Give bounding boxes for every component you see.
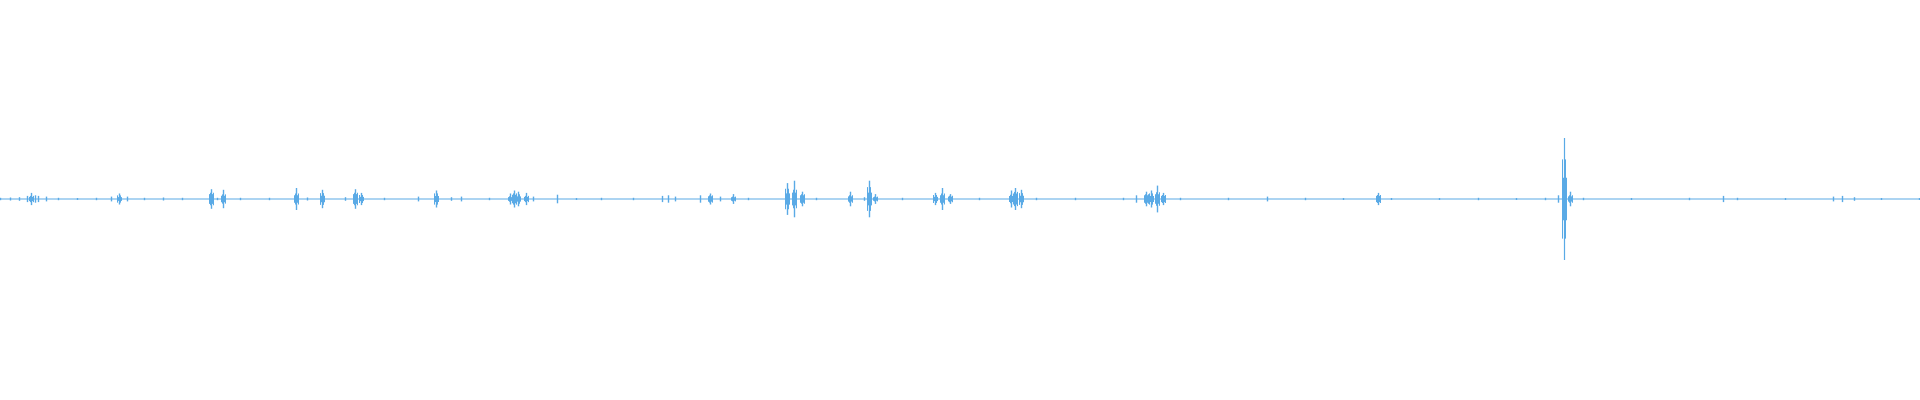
waveform-peaks	[0, 138, 1920, 260]
